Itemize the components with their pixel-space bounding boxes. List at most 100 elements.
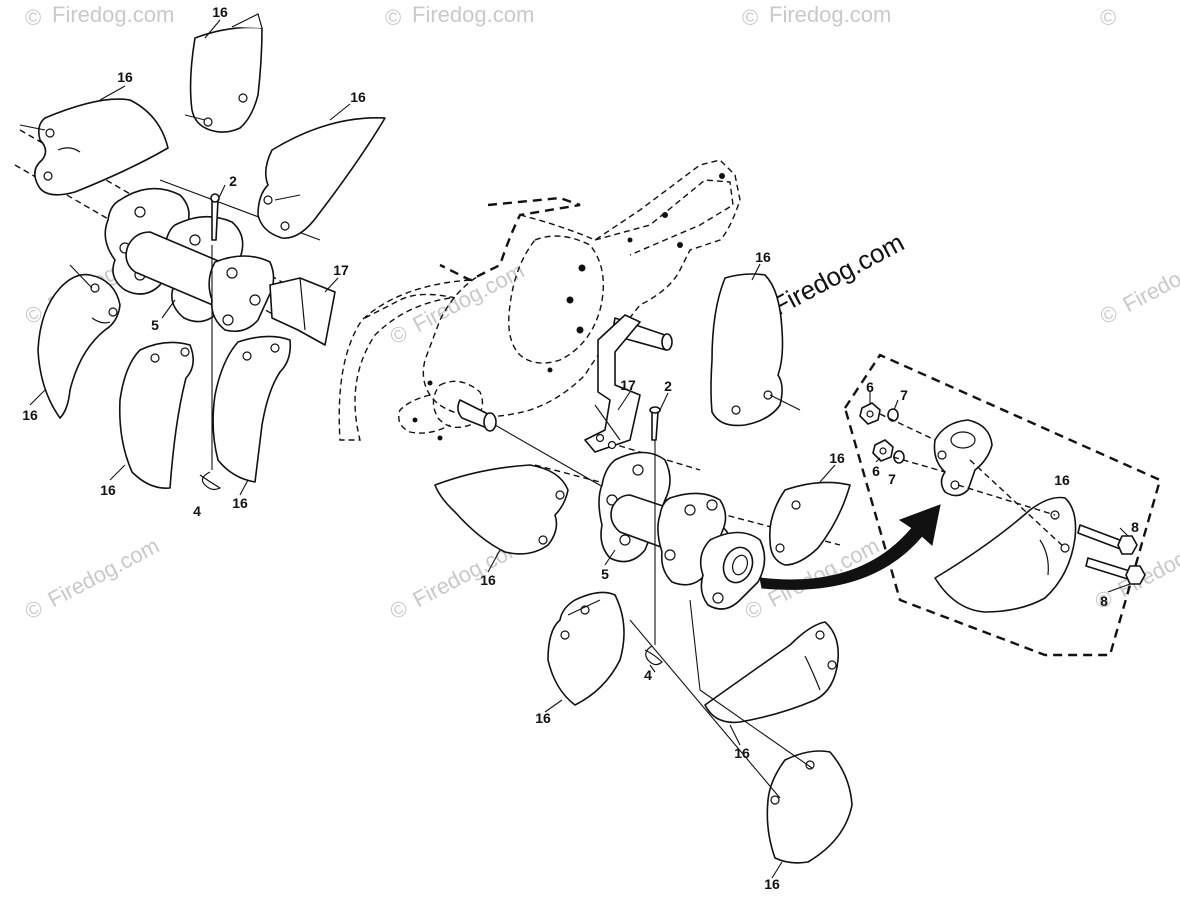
- flange-hole: [664, 549, 676, 561]
- hub-dashed: [432, 380, 484, 428]
- tine-blade: [37, 273, 121, 419]
- inset-boundary: [843, 353, 1162, 657]
- assembly-line: [879, 413, 936, 441]
- leader-line: [19, 124, 46, 131]
- callout-tine: 16: [100, 482, 116, 498]
- tine-hole: [805, 760, 815, 770]
- assembly-line: [969, 459, 1066, 549]
- flange-hole: [712, 592, 724, 604]
- callout-tine: 16: [232, 495, 248, 511]
- tine-hole: [763, 390, 773, 400]
- callout-tine: 16: [535, 710, 551, 726]
- leader-line: [29, 389, 46, 406]
- housing-bolt: [427, 380, 433, 386]
- tine-hole: [108, 307, 118, 317]
- watermark-symbol: ©: [21, 595, 47, 625]
- tine-hole: [538, 535, 548, 545]
- bolt-head: [1125, 565, 1146, 585]
- callout-depth-bracket: 17: [333, 262, 349, 278]
- housing-left-wall: [364, 293, 456, 319]
- watermark-symbol: ©: [25, 5, 41, 30]
- leader-line: [699, 689, 813, 769]
- hub-flange-outer: [208, 255, 275, 333]
- callout-tine: 16: [829, 450, 845, 466]
- bolt-head: [1117, 535, 1138, 555]
- leader-line: [567, 599, 601, 616]
- tine-hole: [270, 343, 280, 353]
- tine-hole: [560, 630, 570, 640]
- tine-blade: [34, 98, 169, 196]
- leader-line: [771, 861, 783, 879]
- left-tine-assembly: [14, 13, 386, 496]
- bracket-hole: [607, 440, 617, 450]
- bracket-edge: [299, 277, 306, 331]
- leader-line: [751, 263, 761, 281]
- tine-hole: [242, 351, 252, 361]
- tine-hole: [815, 630, 825, 640]
- assembly-line: [892, 456, 946, 473]
- watermark-symbol: ©: [386, 595, 412, 625]
- housing-lower-link: [398, 394, 451, 434]
- tine-bend: [57, 147, 81, 153]
- callout-lock-washer: 7: [888, 471, 896, 487]
- depth-bracket: [584, 314, 641, 453]
- callout-labels: 16 16 16 16 16 16 2 17 5 4 16 17 2 16 16…: [22, 4, 1139, 892]
- watermark-symbol: ©: [1096, 300, 1122, 330]
- leader-line: [239, 479, 249, 496]
- flange-hole: [134, 206, 146, 218]
- leader-line: [893, 399, 899, 411]
- leader-line: [819, 464, 836, 483]
- leader-line: [99, 85, 126, 101]
- housing-bolt: [437, 435, 443, 441]
- tine-blade: [547, 591, 625, 706]
- leader-line: [329, 103, 351, 121]
- flange-hole: [222, 314, 234, 326]
- watermark-text-dark: Firedog.com: [767, 227, 909, 321]
- callout-hairpin: 4: [193, 503, 201, 519]
- leader-line: [729, 724, 741, 746]
- flange-hole: [189, 234, 201, 246]
- pointer-arrow: [759, 504, 941, 590]
- watermark-text: Firedog.com: [44, 533, 164, 612]
- housing-bolt: [566, 296, 574, 304]
- flange-hole: [632, 464, 644, 476]
- tine-blade: [768, 481, 851, 566]
- leader-line: [617, 391, 631, 411]
- leader-line: [659, 392, 669, 411]
- plate-hole: [937, 450, 947, 460]
- tine-hole: [791, 500, 801, 510]
- tine-blade: [704, 621, 840, 724]
- callout-hub: 5: [601, 566, 609, 582]
- tine-hole: [203, 117, 213, 127]
- tine-blade: [189, 26, 263, 133]
- housing-bolt: [719, 173, 725, 179]
- flange-hole: [249, 294, 261, 306]
- pin-head: [210, 193, 220, 203]
- housing-bolt: [677, 242, 683, 248]
- tine-hole: [90, 283, 100, 293]
- leader-line: [769, 394, 801, 411]
- tine-hole: [827, 660, 837, 670]
- lock-washer: [887, 408, 899, 422]
- callout-hairpin: 4: [644, 667, 652, 683]
- callout-tine: 16: [212, 4, 228, 20]
- leader-line: [204, 19, 221, 39]
- leader-line: [324, 277, 339, 293]
- callout-clevis-pin: 2: [664, 378, 672, 394]
- callout-depth-bracket: 17: [620, 377, 636, 393]
- housing-bolt: [578, 264, 586, 272]
- tine-hole: [555, 490, 565, 500]
- callout-tine: 16: [764, 876, 780, 892]
- watermark-text: Firedog.com: [1119, 238, 1180, 317]
- tine-hole: [45, 128, 55, 138]
- callout-hub: 5: [151, 317, 159, 333]
- watermark-symbol: ©: [386, 320, 412, 350]
- callout-bolt: 8: [1100, 593, 1108, 609]
- tine-hole: [238, 93, 248, 103]
- shaft-end: [661, 333, 673, 351]
- tine-hole: [180, 347, 190, 357]
- hairpin-clip: [644, 645, 663, 666]
- housing-bolt: [627, 237, 633, 243]
- watermark-text: Firedog.com: [409, 258, 529, 337]
- flange-hole: [619, 534, 631, 546]
